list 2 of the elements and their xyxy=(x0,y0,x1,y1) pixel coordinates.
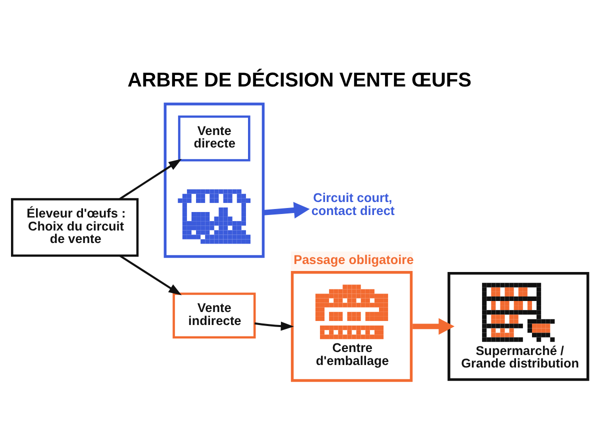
diagram-title: ARBRE DE DÉCISION VENTE ŒUFS xyxy=(127,68,472,91)
node-text: Circuit court, contact direct xyxy=(311,190,395,218)
